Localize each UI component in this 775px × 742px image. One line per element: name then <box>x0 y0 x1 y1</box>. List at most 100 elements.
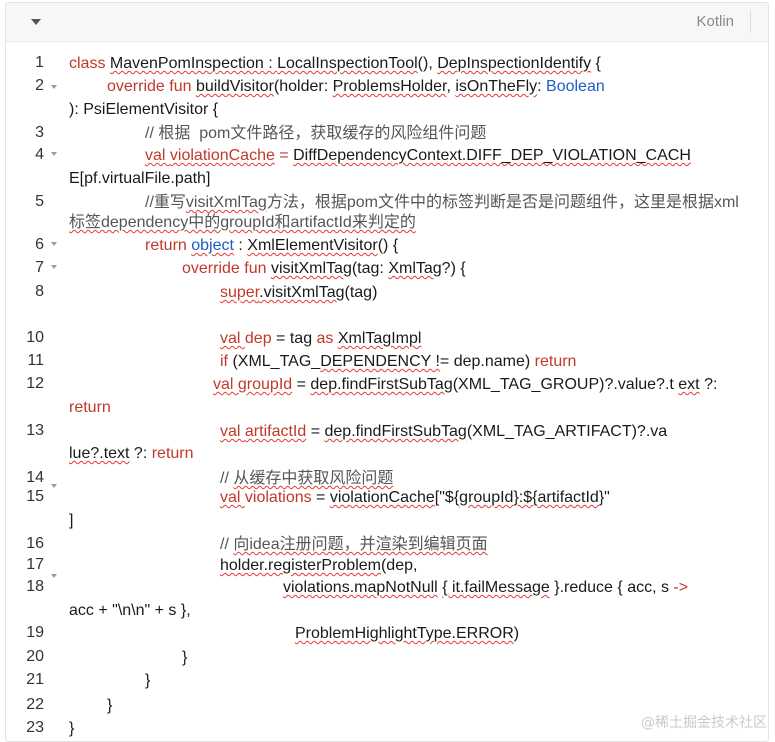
code-line: ProblemHighlightType.ERROR) <box>295 624 519 644</box>
code-token: = <box>311 489 330 506</box>
code-token: = tag <box>271 330 317 347</box>
code-comment: //重写visitXmlTag方法，根据pom文件中的标签判断是否是问题组件，这… <box>145 193 739 213</box>
code-token: (tag: <box>351 260 389 277</box>
code-keyword: super <box>220 284 260 301</box>
code-token: = <box>306 423 325 440</box>
code-line: } <box>107 697 113 714</box>
code-editor: 1 2 3 4 5 6 7 8 10 11 12 13 14 15 16 17 … <box>6 41 768 741</box>
line-number: 21 <box>26 671 44 688</box>
language-label: Kotlin <box>696 13 734 30</box>
code-identifier: violations <box>244 489 312 506</box>
code-comment-wrap: 标签dependency中的groupId和artifactId来判定的 <box>69 214 416 231</box>
fold-toggle-icon[interactable] <box>51 242 57 246</box>
line-number: 11 <box>27 352 44 369</box>
code-line-wrap: ): PsiElementVisitor { <box>69 101 219 118</box>
collapse-caret-icon[interactable] <box>31 19 41 25</box>
code-type: DepInspectionIdentify <box>437 55 592 72</box>
code-line-wrap: acc + "\n\n" + s }, <box>69 601 191 621</box>
code-line: override fun buildVisitor(holder: Proble… <box>107 77 605 97</box>
line-number: 13 <box>26 422 44 439</box>
code-comment: // 根据 pom文件路径，获取缓存的风险组件问题 <box>145 125 487 142</box>
code-token: = <box>274 147 294 164</box>
code-type: XmlTag <box>388 260 442 277</box>
code-string: "\n\n" <box>112 602 151 619</box>
code-token: ?: <box>699 376 718 393</box>
fold-toggle-icon[interactable] <box>51 484 57 488</box>
code-token: + s }, <box>150 602 191 619</box>
code-line: val dep = tag as XmlTagImpl <box>220 329 421 349</box>
code-function: holder.registerProblem <box>220 557 381 574</box>
code-token: , <box>446 78 456 95</box>
code-line: val artifactId = dep.findFirstSubTag(XML… <box>220 422 667 442</box>
code-keyword: val <box>220 423 245 440</box>
code-function: violations.mapNotNull <box>283 579 438 596</box>
line-number: 6 <box>35 236 44 253</box>
fold-toggle-icon[interactable] <box>51 265 57 269</box>
code-comment-text: // <box>220 470 234 487</box>
code-string: }:${ <box>513 489 538 506</box>
code-token: : <box>263 55 278 72</box>
code-identifier: violationCache <box>169 147 275 164</box>
code-line-wrap: return <box>69 399 111 416</box>
code-identifier: artifactId <box>537 489 599 506</box>
code-token: : <box>537 78 547 95</box>
code-type: ProblemsHolder <box>332 78 447 95</box>
line-number: 17 <box>26 556 44 573</box>
code-keyword: as <box>316 330 338 347</box>
code-token: (XML_TAG_ <box>232 353 321 370</box>
code-keyword: class <box>69 55 110 72</box>
code-identifier: ext <box>678 376 700 393</box>
code-token: (holder: <box>273 78 333 95</box>
code-function: dep.findFirstSubTag <box>310 376 453 393</box>
line-number: 12 <box>26 375 44 392</box>
code-type: XmlTagImpl <box>337 330 422 347</box>
code-line: holder.registerProblem(dep, <box>220 556 417 576</box>
code-comment-text: 方法，根据pom文件中的标签判断是否是问题组件，这里是根据xml <box>266 194 739 211</box>
code-token: () { <box>377 237 399 254</box>
fold-toggle-icon[interactable] <box>51 574 57 578</box>
code-line: val violationCache = DiffDependencyConte… <box>145 146 691 166</box>
code-comment-text: // <box>220 536 234 553</box>
line-number: 10 <box>26 329 44 346</box>
code-line: super.visitXmlTag(tag) <box>220 283 377 303</box>
code-comment-text: visitXmlTag <box>185 194 267 211</box>
code-identifier: ProblemHighlightType.ERROR <box>295 625 514 642</box>
code-token: (tag) <box>344 284 378 301</box>
line-number: 20 <box>26 648 44 665</box>
code-block: Kotlin 1 2 3 4 5 6 7 8 10 11 12 13 14 15… <box>5 2 769 742</box>
code-identifier: groupId <box>459 489 514 506</box>
code-type: Boolean <box>546 78 605 95</box>
code-string: ["${ <box>434 489 460 506</box>
code-token: (dep, <box>380 557 418 574</box>
line-number: 18 <box>26 578 44 595</box>
line-number: 1 <box>35 54 44 71</box>
code-comment-text: //重写 <box>145 194 186 211</box>
code-line: val groupId = dep.findFirstSubTag(XML_TA… <box>213 375 717 395</box>
code-identifier: MavenPomInspection <box>109 55 264 72</box>
code-identifier: DEPENDENCY ! <box>320 353 440 370</box>
toolbar-divider <box>750 11 751 33</box>
code-string: }" <box>598 489 610 506</box>
code-keyword: object <box>191 237 234 254</box>
line-number: 5 <box>35 193 44 210</box>
code-line: } <box>145 672 151 689</box>
code-identifier: { it.failMessage <box>442 579 550 596</box>
code-keyword: if <box>220 353 233 370</box>
code-line: val violations = violationCache["${group… <box>220 488 610 508</box>
code-keyword: val <box>213 376 238 393</box>
line-number: 2 <box>35 77 44 94</box>
code-comment-text: 向idea注册问题，并渲染到编辑页面 <box>233 536 488 553</box>
code-keyword: override fun <box>107 78 196 95</box>
code-function: .visitXmlTag <box>259 284 345 301</box>
code-identifier: artifactId <box>244 423 307 440</box>
code-line-wrap: ] <box>69 512 74 529</box>
code-comment-text: 从缓存中获取风险问题 <box>233 470 394 487</box>
code-identifier: isOnTheFly <box>455 78 538 95</box>
fold-toggle-icon[interactable] <box>51 152 57 156</box>
code-token: acc + <box>69 602 113 619</box>
line-number: 23 <box>26 719 44 736</box>
line-number: 22 <box>26 696 44 713</box>
code-line: } <box>182 649 188 666</box>
line-number: 14 <box>26 469 44 486</box>
fold-toggle-icon[interactable] <box>51 85 57 89</box>
